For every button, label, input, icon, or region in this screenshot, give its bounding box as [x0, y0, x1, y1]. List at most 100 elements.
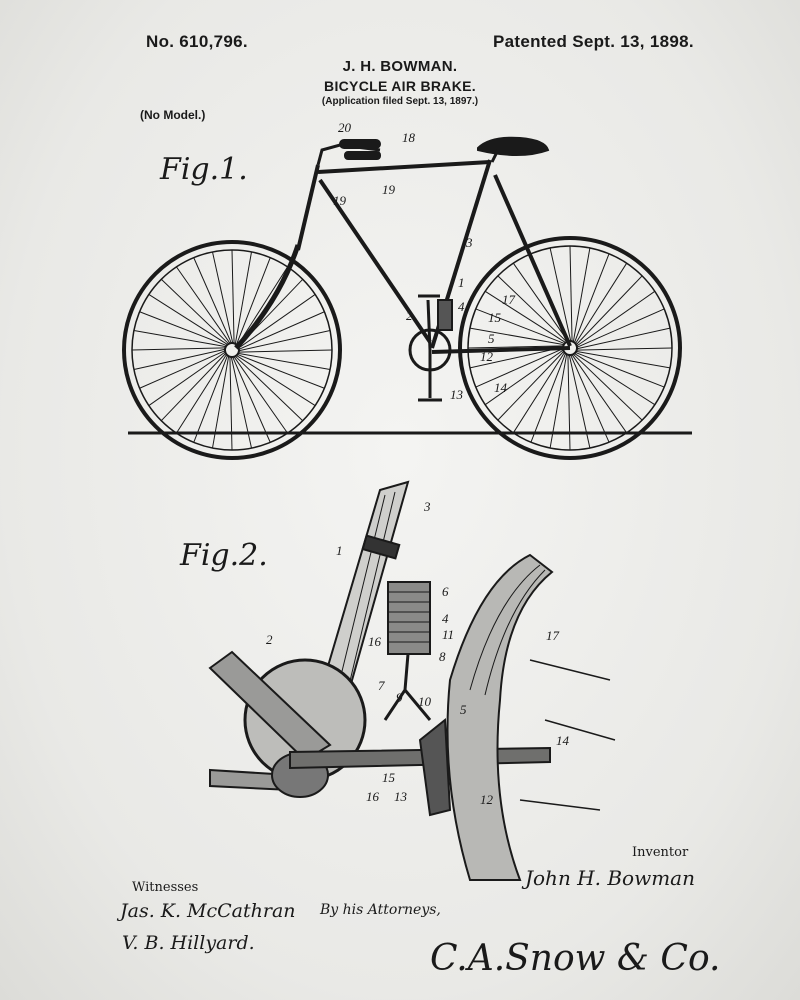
spoke: [576, 350, 671, 369]
spoke: [475, 348, 564, 388]
spoke: [467, 345, 564, 349]
fig2-ref-numeral: 8: [439, 649, 446, 664]
fig2-ref-numeral: 5: [460, 702, 467, 717]
air-cylinder: [387, 581, 431, 655]
fig1-ref-numeral: 13: [450, 387, 464, 402]
spoke: [571, 354, 628, 434]
spoke: [160, 278, 230, 345]
patent-title: BICYCLE AIR BRAKE.: [324, 78, 476, 94]
fig1-ref-numeral: 19: [382, 182, 396, 197]
spoke: [567, 354, 571, 451]
spoke: [574, 353, 656, 406]
fig2-ref-numeral: 15: [382, 770, 396, 785]
fig2-ref-numeral: 10: [418, 694, 432, 709]
witness-1-signature: Jas. K. McCathran: [120, 900, 296, 922]
spoke: [530, 353, 566, 443]
fig2-ref-numeral: 13: [394, 789, 408, 804]
fig1-ref-numeral: 17: [502, 292, 516, 307]
spoke: [238, 294, 316, 349]
fig2-ref-numeral: 11: [442, 627, 454, 642]
fig1-ref-numeral: 15: [488, 310, 502, 325]
spoke: [193, 257, 232, 344]
fig2-ref-numeral: 7: [378, 678, 385, 693]
fig2-ref-numeral: 16: [368, 634, 382, 649]
brake-shoe: [418, 718, 452, 817]
spoke: [469, 327, 564, 346]
fig2-ref-numeral: 3: [423, 499, 431, 514]
spoke: [139, 311, 227, 346]
spoke: [139, 350, 226, 389]
spoke: [232, 356, 271, 443]
spoke: [133, 329, 226, 348]
fig1-ref-numeral: 18: [402, 130, 416, 145]
brake-pump: [437, 299, 453, 331]
spoke: [549, 247, 572, 342]
attorneys-label: By his Attorneys,: [320, 902, 441, 918]
rear-tire: [446, 553, 554, 881]
spoke: [237, 354, 325, 389]
spoke: [572, 247, 591, 342]
attorney-signature: C.A.Snow & Co.: [430, 938, 721, 979]
fig1-ref-numeral: 2: [406, 308, 413, 323]
fig2-ref-numeral: 17: [546, 628, 560, 643]
spoke: [572, 353, 643, 421]
patent-date: Patented Sept. 13, 1898.: [493, 32, 694, 51]
spoke: [576, 308, 665, 348]
fig1-label: Fig.1.: [160, 152, 248, 187]
fig1-ref-numeral: 3: [465, 235, 473, 250]
spoke: [233, 356, 288, 434]
spoke: [176, 266, 231, 344]
fig2-ref-numeral: 1: [336, 543, 343, 558]
model-note: (No Model.): [140, 108, 206, 122]
spoke: [229, 356, 233, 451]
spoke: [131, 347, 226, 351]
fig1-ref-numeral: 1: [458, 275, 465, 290]
fig2-ref-numeral: 4: [442, 611, 449, 626]
frame: [234, 159, 572, 354]
spoke: [236, 257, 271, 345]
front-wheel: [122, 240, 342, 460]
spoke: [236, 355, 316, 406]
fig2-brake-detail: [208, 480, 616, 881]
fig1-ref-numeral: 20: [338, 120, 352, 135]
fig2-ref-numeral: 16: [366, 789, 380, 804]
patent-number: No. 610,796.: [146, 32, 248, 51]
spoke: [576, 327, 671, 350]
spoke: [469, 346, 564, 369]
saddle: [477, 136, 550, 156]
spoke: [576, 290, 656, 347]
spoke: [237, 266, 288, 346]
spoke: [212, 251, 234, 344]
spoke: [193, 355, 228, 443]
spoke: [568, 354, 591, 449]
fig1-ref-numeral: 12: [480, 349, 494, 364]
fig1-ref-numeral: 5: [488, 331, 495, 346]
spoke: [575, 352, 665, 388]
application-date: (Application filed Sept. 13, 1897.): [321, 96, 479, 107]
spoke: [574, 253, 610, 343]
spoke: [484, 349, 564, 406]
spoke: [575, 262, 628, 344]
tube-clamp: [361, 534, 401, 560]
spoke: [148, 351, 226, 406]
spoke: [576, 347, 673, 351]
spoke: [512, 262, 569, 342]
spoke: [575, 275, 643, 346]
fig2-ref-numeral: 6: [442, 584, 449, 599]
spoke: [497, 275, 568, 343]
spoke: [549, 354, 568, 449]
rear-wheel: [458, 236, 682, 460]
inventor-heading: J. H. BOWMAN.: [342, 58, 458, 75]
fig2-ref-numeral: 2: [266, 632, 273, 647]
spoke: [234, 355, 304, 422]
fig2-ref-numeral: 9: [396, 690, 403, 705]
spoke: [231, 249, 235, 344]
witnesses-label: Witnesses: [132, 880, 199, 895]
spoke: [211, 356, 230, 449]
spoke: [569, 245, 573, 342]
spoke: [238, 330, 331, 352]
spoke: [148, 294, 228, 345]
spoke: [475, 308, 565, 344]
